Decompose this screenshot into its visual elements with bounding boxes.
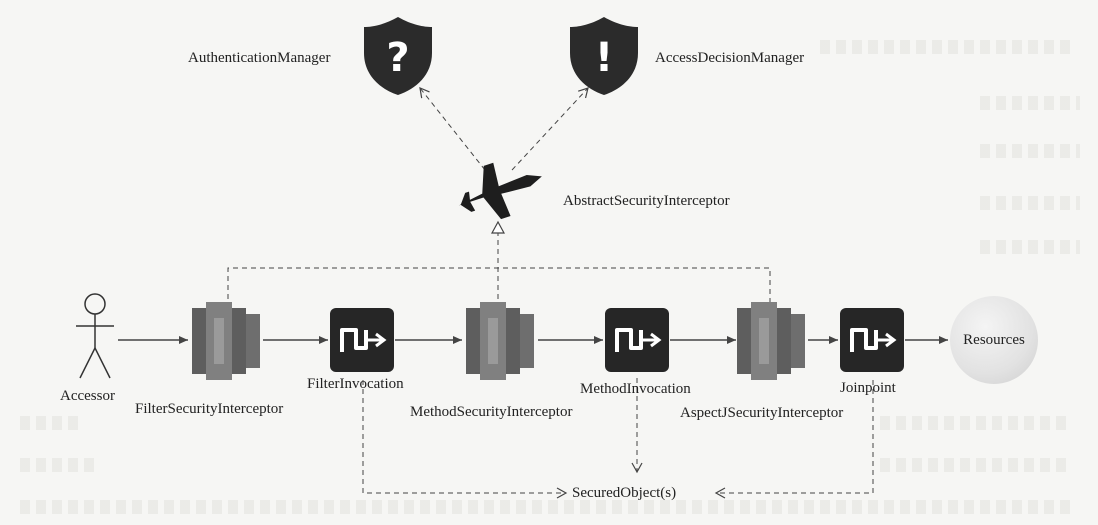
method-security-interceptor-node [464,298,538,382]
access-decision-manager-node: ! [566,15,642,97]
filter-security-interceptor-label: FilterSecurityInterceptor [135,401,284,417]
access-decision-manager-label: AccessDecisionManager [655,50,805,66]
aspectj-security-interceptor-label: AspectJSecurityInterceptor [680,405,844,421]
uses-arrow [511,87,589,171]
background-text-line [20,500,1070,514]
background-text-line [980,196,1080,210]
accessor-node [72,292,118,389]
method-invocation-label: MethodInvocation [580,381,691,397]
background-text-line [20,458,100,472]
invocation-arrow-icon [605,308,671,374]
invocation-arrow-icon [840,308,906,374]
filter-security-interceptor-node [190,298,264,382]
invocation-arrow-icon [330,308,396,374]
aspectj-security-interceptor-node [735,298,809,382]
fighter-jet-icon [452,162,548,232]
inheritance-line [227,267,771,308]
resources-label: Resources [963,331,1025,348]
interceptor-stack-icon [190,298,264,382]
background-text-line [980,240,1080,254]
filter-invocation-label: FilterInvocation [307,376,404,392]
authentication-manager-node: ? [360,15,436,97]
abstract-security-interceptor-label: AbstractSecurityInterceptor [563,193,730,209]
secured-object-arrow [362,380,568,499]
interceptor-stack-icon [735,298,809,382]
method-security-interceptor-label: MethodSecurityInterceptor [410,404,573,420]
authentication-manager-label: AuthenticationManager [188,50,331,66]
secured-object-arrow [714,380,874,499]
accessor-label: Accessor [60,388,115,404]
background-text-line [980,96,1080,110]
svg-text:?: ? [386,35,409,81]
background-text-line [980,144,1080,158]
resources-node: Resources [950,296,1038,384]
method-invocation-node [605,308,671,374]
svg-text:!: ! [595,35,613,81]
background-text-line [880,416,1070,430]
person-icon [72,293,118,388]
abstract-security-interceptor-node [452,152,548,233]
secured-objects-label: SecuredObject(s) [572,485,677,501]
background-text-line [820,40,1070,54]
joinpoint-node [840,308,906,374]
joinpoint-label: Joinpoint [840,380,896,396]
exclamation-shield-icon: ! [566,15,642,97]
background-text-line [20,416,80,430]
question-shield-icon: ? [360,15,436,97]
filter-invocation-node [330,308,396,374]
interceptor-stack-icon [464,298,538,382]
background-text-line [880,458,1070,472]
